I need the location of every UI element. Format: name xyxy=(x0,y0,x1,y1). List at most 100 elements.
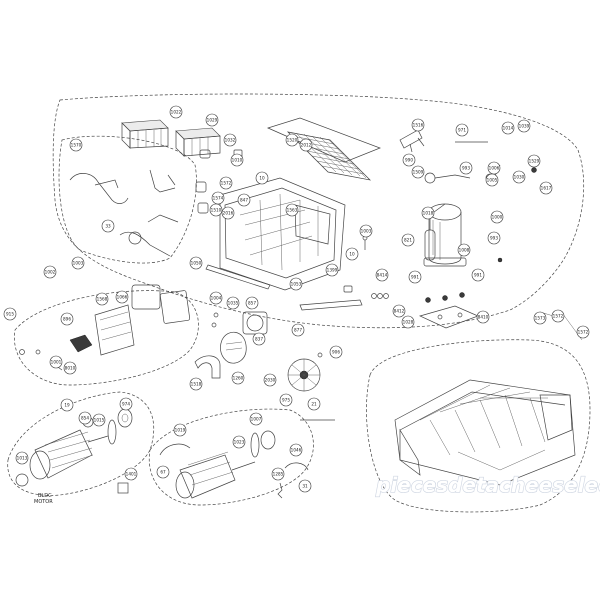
svg-text:857: 857 xyxy=(248,301,256,306)
callout-1019: 1019 xyxy=(173,423,187,437)
svg-text:21: 21 xyxy=(311,402,317,407)
duct-1518 xyxy=(194,355,221,379)
base-tray-group-outline xyxy=(366,339,591,513)
wire-bracket-1570 xyxy=(69,169,179,257)
svg-text:2030: 2030 xyxy=(265,378,276,383)
svg-text:821: 821 xyxy=(404,238,412,243)
svg-text:2012: 2012 xyxy=(301,143,312,148)
callout-67: 67 xyxy=(156,465,170,479)
svg-text:915: 915 xyxy=(6,312,14,317)
ring-19 xyxy=(15,473,29,487)
callout-854: 854 xyxy=(78,411,92,425)
callout-2030: 2030 xyxy=(263,373,277,387)
callout-2012: 2012 xyxy=(299,138,313,152)
svg-text:1399: 1399 xyxy=(327,268,338,273)
svg-text:1007: 1007 xyxy=(251,417,262,422)
callout-837: 837 xyxy=(252,332,266,346)
svg-text:19: 19 xyxy=(64,403,70,408)
fan-assembly-group-outline xyxy=(14,290,199,386)
svg-text:1001: 1001 xyxy=(51,360,62,365)
callout-1572c: 1572 xyxy=(576,325,590,339)
pulley-974 xyxy=(117,408,133,428)
callout-33: 33 xyxy=(101,219,115,233)
svg-text:1014: 1014 xyxy=(503,126,514,131)
svg-text:1003: 1003 xyxy=(361,229,372,234)
callout-1617: 1617 xyxy=(539,181,553,195)
svg-text:2016: 2016 xyxy=(223,211,234,216)
svg-text:1023: 1023 xyxy=(234,440,245,445)
callout-8414: 8414 xyxy=(375,268,389,282)
svg-text:1029: 1029 xyxy=(207,118,218,123)
svg-text:1574: 1574 xyxy=(213,196,224,201)
callout-1570: 1570 xyxy=(69,138,83,152)
svg-text:8010: 8010 xyxy=(65,366,76,371)
bracket-67 xyxy=(159,443,191,456)
blower-wheel-857 xyxy=(242,311,268,335)
svg-text:1509: 1509 xyxy=(413,170,424,175)
svg-text:31: 31 xyxy=(302,484,308,489)
clip-1401 xyxy=(117,482,129,494)
callout-857: 857 xyxy=(245,296,259,310)
callout-1032: 1032 xyxy=(223,133,237,147)
svg-text:8412: 8412 xyxy=(394,309,405,314)
svg-text:1028: 1028 xyxy=(403,320,414,325)
callout-1004: 1004 xyxy=(209,291,223,305)
callout-1000: 1000 xyxy=(490,210,504,224)
motor-caption-line2: MOTOR xyxy=(34,499,53,505)
callout-1018: 1018 xyxy=(421,206,435,220)
callout-906: 906 xyxy=(329,345,343,359)
callout-1066: 1066 xyxy=(115,290,129,304)
svg-text:1573: 1573 xyxy=(535,316,546,321)
callout-990: 990 xyxy=(402,153,416,167)
svg-text:854: 854 xyxy=(81,416,89,421)
callout-1035: 1035 xyxy=(226,296,240,310)
svg-text:67: 67 xyxy=(160,470,166,475)
callout-971: 971 xyxy=(455,123,469,137)
svg-text:1617: 1617 xyxy=(541,186,552,191)
callout-1014: 1014 xyxy=(501,121,515,135)
callout-1574: 1574 xyxy=(211,191,225,205)
svg-text:1006: 1006 xyxy=(489,166,500,171)
svg-text:1005: 1005 xyxy=(487,178,498,183)
blower-housing-1260 xyxy=(220,332,247,364)
callout-1285: 1285 xyxy=(271,467,285,481)
callout-1568: 1568 xyxy=(95,292,109,306)
callout-1039: 1039 xyxy=(517,119,531,133)
svg-text:975: 975 xyxy=(282,398,290,403)
callout-1520: 1520 xyxy=(285,133,299,147)
callout-1015: 1015 xyxy=(92,413,106,427)
bldc-motor xyxy=(29,429,109,480)
svg-text:990: 990 xyxy=(405,158,413,163)
svg-text:974: 974 xyxy=(122,402,130,407)
svg-text:10: 10 xyxy=(259,176,265,181)
callout-1516: 1516 xyxy=(411,118,425,132)
motor-caption-line1: BLDC xyxy=(38,493,52,499)
callout-1003: 1003 xyxy=(71,256,85,270)
callout-1260: 1260 xyxy=(231,371,245,385)
main-housing-frame xyxy=(219,177,346,291)
callout-1030: 1030 xyxy=(512,170,526,184)
callout-1023: 1023 xyxy=(232,435,246,449)
callout-896: 896 xyxy=(60,312,74,326)
fan-877 xyxy=(287,358,321,392)
callout-1002: 1002 xyxy=(43,265,57,279)
callout-847a: 847 xyxy=(237,193,251,207)
svg-text:896: 896 xyxy=(63,317,71,322)
svg-text:1004: 1004 xyxy=(211,296,222,301)
screws-8414 xyxy=(371,293,389,299)
callout-1053: 1053 xyxy=(289,277,303,291)
svg-text:1260: 1260 xyxy=(233,376,244,381)
spring-1285 xyxy=(277,482,283,499)
callout-1029: 1029 xyxy=(205,113,219,127)
gasket-strip-1050 xyxy=(205,264,271,290)
callout-1572a: 1572 xyxy=(219,176,233,190)
small-fittings-right xyxy=(425,167,549,303)
bracket-31 xyxy=(284,462,309,471)
svg-text:1008: 1008 xyxy=(459,248,470,253)
svg-text:1285: 1285 xyxy=(273,472,284,477)
callout-1001: 1001 xyxy=(49,355,63,369)
callout-2016: 2016 xyxy=(221,206,235,220)
svg-text:8414: 8414 xyxy=(377,273,388,278)
callout-1010: 1010 xyxy=(230,153,244,167)
